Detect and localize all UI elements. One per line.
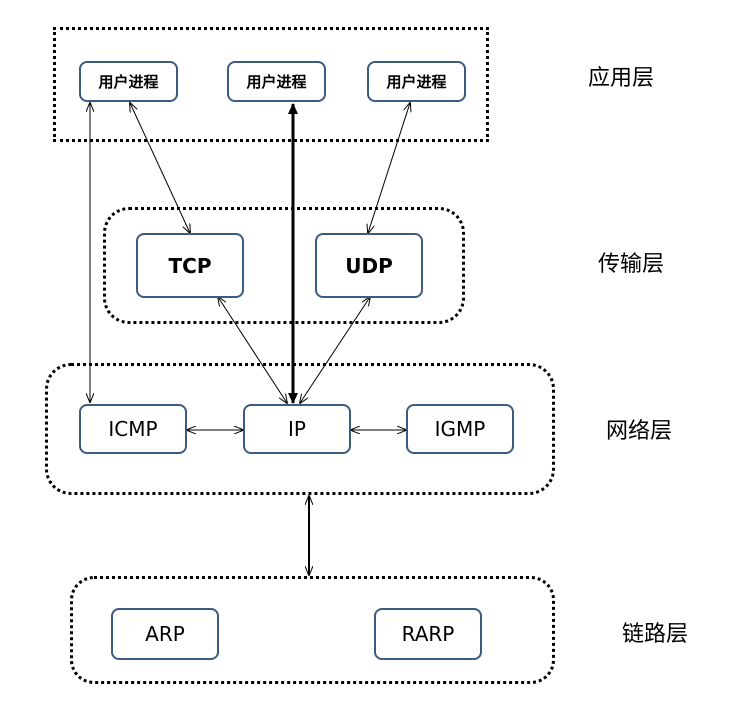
application-layer-box: [53, 27, 489, 142]
application-layer-label: 应用层: [588, 66, 655, 91]
udp-node: UDP: [315, 233, 423, 298]
arrow-udp-ip: [300, 297, 370, 403]
network-layer-label: 网络层: [606, 419, 673, 444]
arrow-proc1-tcp: [130, 103, 190, 233]
arrow-proc3-udp: [368, 103, 410, 233]
ip-node: IP: [243, 404, 351, 454]
transport-layer-label: 传输层: [598, 252, 665, 277]
rarp-node: RARP: [374, 608, 482, 660]
tcp-node: TCP: [136, 233, 244, 298]
link-layer-label: 链路层: [622, 622, 689, 647]
link-layer-box: [70, 576, 555, 684]
user-process-node-2: 用户进程: [227, 61, 326, 102]
user-process-node-1: 用户进程: [79, 61, 178, 102]
igmp-node: IGMP: [406, 404, 514, 454]
icmp-node: ICMP: [79, 404, 187, 454]
user-process-node-3: 用户进程: [367, 61, 466, 102]
arp-node: ARP: [111, 608, 219, 660]
arrow-tcp-ip: [218, 297, 287, 403]
